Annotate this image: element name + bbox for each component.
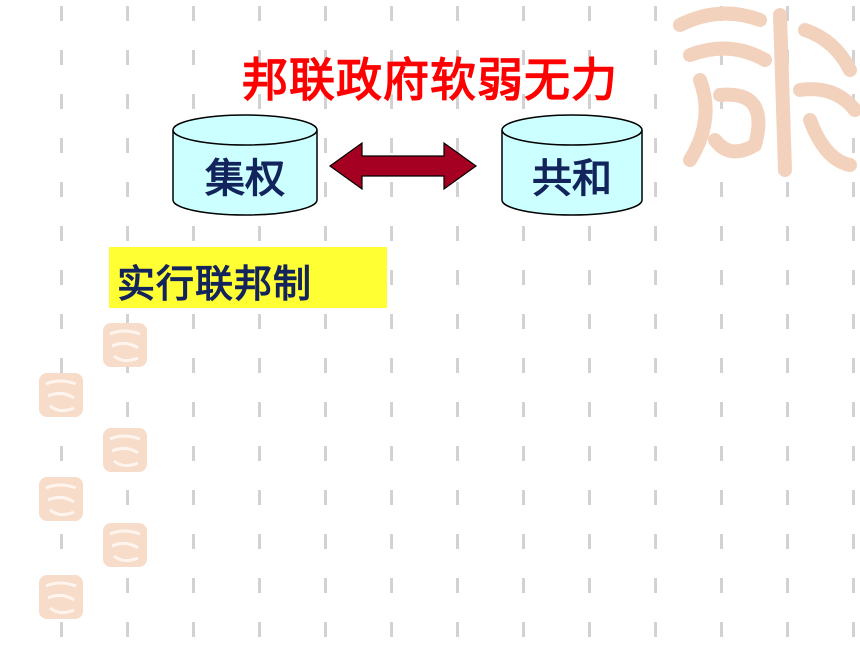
right-cylinder-shape	[501, 114, 643, 216]
highlight-text: 实行联邦制	[117, 262, 313, 306]
right-box-label: 共和	[532, 156, 612, 202]
slide-title: 邦联政府软弱无力	[242, 53, 618, 107]
left-cylinder-shape	[172, 114, 318, 216]
left-box-label: 集权	[205, 156, 285, 202]
highlight-box	[109, 247, 387, 308]
watermark-seal-icon	[103, 428, 147, 472]
watermark-seal-icon	[103, 523, 147, 567]
watermark-seal-icon	[673, 6, 860, 177]
watermark-seal-icon	[39, 373, 83, 417]
watermark-seal-icon	[39, 575, 83, 619]
watermark-seal-icon	[103, 323, 147, 367]
double-arrow-icon	[328, 141, 478, 191]
watermark-seal-icon	[39, 477, 83, 521]
